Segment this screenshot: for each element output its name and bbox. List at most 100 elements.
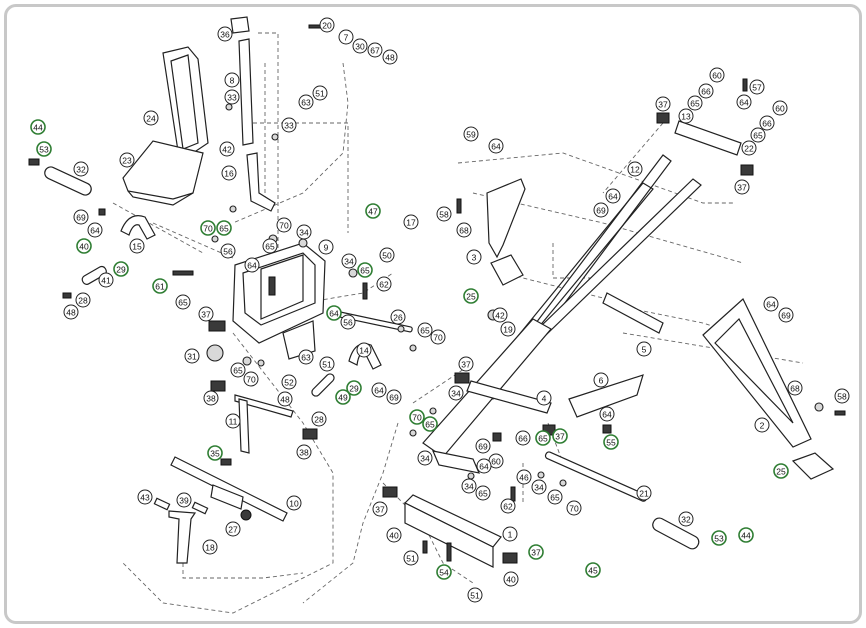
callout-65: 65	[262, 238, 278, 254]
callout-number: 35	[210, 449, 220, 459]
callout-number: 42	[495, 311, 505, 321]
callout-42: 42	[492, 307, 508, 323]
callout-number: 21	[639, 489, 649, 499]
callout-number: 10	[289, 499, 299, 509]
callout-3: 3	[466, 249, 482, 265]
callout-34: 34	[461, 478, 477, 494]
callout-number: 12	[630, 165, 640, 175]
washers	[206, 103, 824, 487]
callout-number: 64	[766, 300, 776, 310]
callout-circle	[371, 382, 387, 398]
callout-circle	[475, 438, 491, 454]
callout-6: 6	[593, 372, 609, 388]
callout-40: 40	[503, 571, 519, 587]
callout-circle	[599, 406, 615, 422]
callout-51: 51	[312, 85, 328, 101]
callout-number: 17	[406, 218, 416, 228]
callout-circle	[687, 95, 703, 111]
callout-53: 53	[36, 141, 52, 157]
callout-70: 70	[430, 329, 446, 345]
callout-68: 68	[456, 222, 472, 238]
callout-33: 33	[281, 117, 297, 133]
callout-circle	[311, 411, 327, 427]
callout-number: 68	[790, 384, 800, 394]
callout-64: 64	[763, 296, 779, 312]
callout-number: 38	[206, 394, 216, 404]
callout-circle	[75, 292, 91, 308]
callout-number: 52	[284, 378, 294, 388]
callout-60: 60	[709, 67, 725, 83]
callout-circle	[403, 214, 419, 230]
callout-number: 8	[230, 76, 235, 86]
roller-tube-left	[81, 265, 107, 285]
callout-number: 51	[322, 360, 332, 370]
callout-number: 70	[246, 375, 256, 385]
callout-2: 2	[754, 417, 770, 433]
callout-circle	[318, 239, 334, 255]
callout-33: 33	[224, 89, 240, 105]
callout-12: 12	[627, 161, 643, 177]
callout-number: 55	[606, 438, 616, 448]
callout-circle	[741, 140, 757, 156]
callout-70: 70	[566, 500, 582, 516]
callout-65: 65	[357, 262, 373, 278]
callout-circle	[593, 202, 609, 218]
callout-number: 65	[690, 99, 700, 109]
callout-number: 64	[374, 386, 384, 396]
callout-circle	[129, 238, 145, 254]
callout-29: 29	[113, 261, 129, 277]
callout-circle	[528, 544, 544, 560]
callout-circle	[738, 527, 754, 543]
callout-number: 33	[227, 93, 237, 103]
callout-11: 11	[225, 413, 241, 429]
callout-circle	[382, 49, 398, 65]
callout-number: 37	[737, 183, 747, 193]
callout-5: 5	[636, 341, 652, 357]
callout-circle	[372, 501, 388, 517]
callout-number: 60	[491, 457, 501, 467]
top-bracket	[674, 120, 742, 156]
callout-circle	[463, 288, 479, 304]
callout-circle	[535, 430, 551, 446]
callout-circle	[605, 188, 621, 204]
callout-number: 70	[433, 333, 443, 343]
callout-circle	[500, 321, 516, 337]
callout-20: 20	[319, 17, 335, 33]
seat-pad	[122, 140, 204, 206]
callout-circle	[547, 489, 563, 505]
callout-circle	[76, 238, 92, 254]
callout-64: 64	[599, 406, 615, 422]
callout-65: 65	[417, 322, 433, 338]
callout-circle	[30, 119, 46, 135]
callout-39: 39	[176, 492, 192, 508]
callout-circle	[152, 278, 168, 294]
callout-69: 69	[73, 209, 89, 225]
callout-circle	[119, 152, 135, 168]
callout-number: 65	[178, 298, 188, 308]
callout-number: 58	[837, 392, 847, 402]
callout-circle	[312, 85, 328, 101]
callout-circle	[221, 165, 237, 181]
callout-number: 22	[744, 144, 754, 154]
callout-number: 66	[701, 87, 711, 97]
callout-circle	[763, 296, 779, 312]
callout-circle	[220, 243, 236, 259]
callout-circle	[203, 390, 219, 406]
callout-circle	[655, 96, 671, 112]
knob	[240, 509, 252, 521]
callout-number: 38	[299, 448, 309, 458]
callout-66: 66	[515, 430, 531, 446]
callout-64: 64	[736, 94, 752, 110]
callout-circle	[709, 67, 725, 83]
callout-32: 32	[73, 161, 89, 177]
callout-circle	[216, 220, 232, 236]
callout-circle	[772, 100, 788, 116]
callout-circle	[137, 489, 153, 505]
callout-44: 44	[738, 527, 754, 543]
backrest-pad	[162, 46, 209, 154]
callout-circle	[734, 179, 750, 195]
callout-70: 70	[200, 220, 216, 236]
callout-17: 17	[403, 214, 419, 230]
callout-61: 61	[152, 278, 168, 294]
callout-circle	[175, 294, 191, 310]
